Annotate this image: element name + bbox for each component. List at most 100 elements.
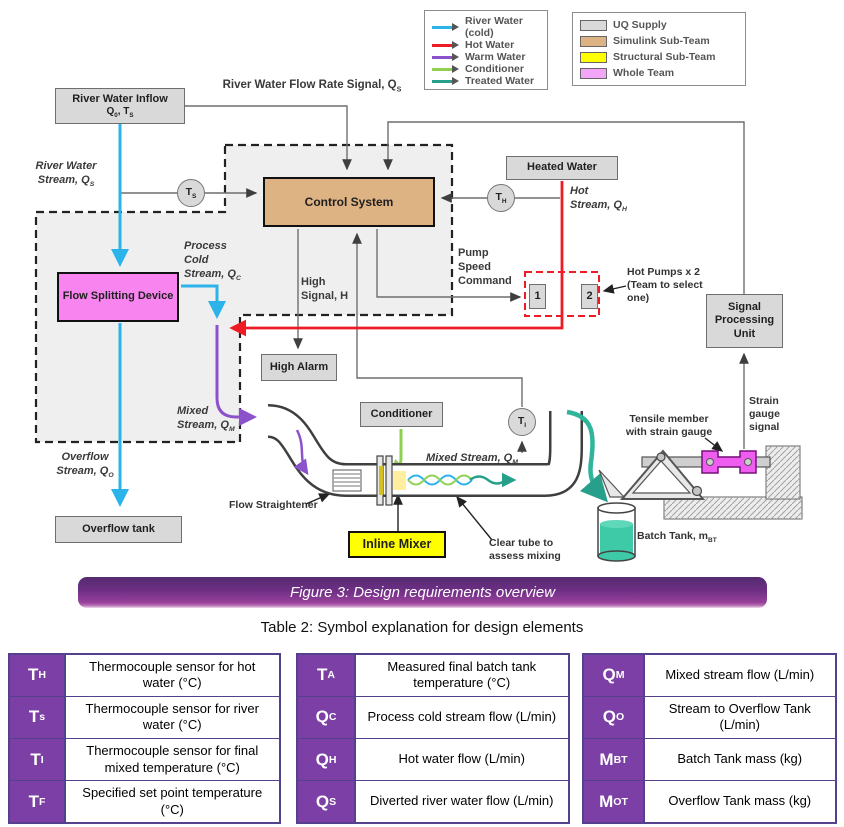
symbol-desc-cell: Hot water flow (L/min) <box>355 739 568 780</box>
river-water-inflow-title: River Water Inflow <box>72 92 168 105</box>
structural-swatch <box>580 51 607 63</box>
flow-splitting-device-box: Flow Splitting Device <box>57 272 179 322</box>
hot-pump-1: 1 <box>529 284 546 309</box>
legend-item-simulink: Simulink Sub-Team <box>580 35 738 47</box>
legend-label: Treated Water <box>465 75 535 87</box>
thermocouple-ti: TI <box>508 408 536 436</box>
legend-item-structural: Structural Sub-Team <box>580 51 738 63</box>
inline-mixer-label: Inline Mixer <box>362 537 432 551</box>
legend-label: Conditioner <box>465 63 524 75</box>
hot-pump-2-label: 2 <box>586 289 593 302</box>
team-legend: UQ Supply Simulink Sub-Team Structural S… <box>572 12 746 86</box>
treated-water-stream <box>566 409 608 503</box>
batch-tank-graphic <box>597 502 636 562</box>
hot-water-arrow-icon <box>432 41 459 49</box>
uq-supply-swatch <box>580 19 607 31</box>
label-mixed-stream-pipe: Mixed Stream, QM <box>426 452 518 467</box>
legend-item-conditioner: Conditioner <box>432 63 540 75</box>
label-river-flow-signal: River Water Flow Rate Signal, QS <box>222 79 402 94</box>
ts-label: TS <box>185 185 197 201</box>
label-flow-straightener: Flow Straightener <box>229 499 318 511</box>
conditioner-box: Conditioner <box>360 402 443 427</box>
symbol-desc-cell: Overflow Tank mass (kg) <box>644 781 835 822</box>
symbol-desc-cell: Thermocouple sensor for hot water (°C) <box>65 655 279 696</box>
callout-arrows <box>305 284 724 541</box>
legend-item-whole-team: Whole Team <box>580 67 738 79</box>
heated-water-label: Heated Water <box>527 161 597 174</box>
symbol-desc-cell: Thermocouple sensor for river water (°C) <box>65 697 279 738</box>
symbol-desc-cell: Stream to Overflow Tank (L/min) <box>644 697 835 738</box>
high-alarm-box: High Alarm <box>261 354 337 381</box>
inline-mixer-box: Inline Mixer <box>348 531 446 558</box>
symbol-desc-cell: Measured final batch tank temperature (°… <box>355 655 568 696</box>
warm-water-arrow-icon <box>432 53 459 61</box>
flow-splitting-device-label: Flow Splitting Device <box>62 290 174 303</box>
hot-pump-2: 2 <box>581 284 598 309</box>
symbol-desc-cell: Mixed stream flow (L/min) <box>644 655 835 696</box>
conditioner-arrow-icon <box>432 65 459 73</box>
label-batch-tank: Batch Tank, mBT <box>637 530 717 545</box>
river-water-inflow-symbols: Q0, TS <box>106 105 134 119</box>
treated-water-arrow-icon <box>432 77 459 85</box>
legend-label: Hot Water <box>465 39 515 51</box>
pipe-internals <box>293 429 527 506</box>
symbol-desc-cell: Batch Tank mass (kg) <box>644 739 835 780</box>
legend-item-river-water: River Water (cold) <box>432 15 540 39</box>
legend-item-warm-water: Warm Water <box>432 51 540 63</box>
river-water-inflow-box: River Water Inflow Q0, TS <box>55 88 185 124</box>
heated-water-box: Heated Water <box>506 156 618 180</box>
th-label: TH <box>495 190 507 206</box>
control-system-box: Control System <box>263 177 435 227</box>
legend-label: Simulink Sub-Team <box>613 35 710 47</box>
simulink-swatch <box>580 35 607 47</box>
symbol-desc-cell: Thermocouple sensor for final mixed temp… <box>65 739 279 780</box>
legend-item-hot-water: Hot Water <box>432 39 540 51</box>
flow-legend: River Water (cold) Hot Water Warm Water … <box>424 10 548 90</box>
conditioner-label: Conditioner <box>370 407 433 420</box>
thermocouple-th: TH <box>487 184 515 212</box>
figure-caption-banner: Figure 3: Design requirements overview <box>78 577 767 608</box>
legend-label: UQ Supply <box>613 19 667 31</box>
truss-assembly <box>598 445 803 520</box>
figure-caption: Figure 3: Design requirements overview <box>289 584 556 601</box>
symbol-desc-cell: Diverted river water flow (L/min) <box>355 781 568 822</box>
symbol-desc-cell: Process cold stream flow (L/min) <box>355 697 568 738</box>
control-system-label: Control System <box>304 194 394 209</box>
table-title: Table 2: Symbol explanation for design e… <box>260 619 584 636</box>
whole-team-swatch <box>580 67 607 79</box>
legend-label: River Water (cold) <box>465 15 523 39</box>
river-water-arrow-icon <box>432 23 459 31</box>
ti-label: TI <box>517 414 527 430</box>
legend-label: Structural Sub-Team <box>613 51 716 63</box>
legend-label: Whole Team <box>613 67 675 79</box>
hot-pump-1-label: 1 <box>534 289 541 302</box>
legend-label: Warm Water <box>465 51 526 63</box>
overflow-tank-box: Overflow tank <box>55 516 182 543</box>
legend-item-treated-water: Treated Water <box>432 75 540 87</box>
symbol-desc-cell: Specified set point temperature (°C) <box>65 781 279 822</box>
